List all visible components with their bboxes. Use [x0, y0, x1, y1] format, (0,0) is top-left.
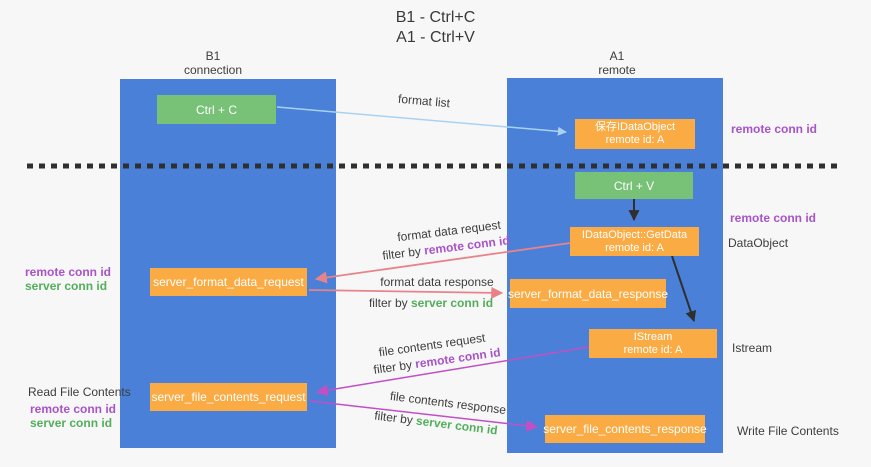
left-server-conn-id-bottom: server conn id	[30, 416, 113, 430]
node-ctrl-v: Ctrl + V	[575, 172, 693, 199]
getdata-line1: IDataObject::GetData	[581, 228, 688, 241]
dataobject-label: DataObject	[728, 236, 789, 250]
lane-b1-name: B1	[205, 49, 221, 63]
save-dataobject-line1: 保存IDataObject	[594, 121, 676, 133]
title-line-2: A1 - Ctrl+V	[396, 29, 475, 46]
read-file-contents-label: Read File Contents	[28, 385, 131, 399]
left-remote-conn-id-bottom: remote conn id	[30, 402, 117, 416]
format-list-arrow	[276, 106, 567, 136]
node-server-file-contents-response: server_file_contents_response	[543, 415, 707, 443]
format-data-request-arrow	[314, 242, 571, 284]
left-conn-ids-top: remote conn id server conn id	[25, 265, 112, 293]
istream-side-label: Istream	[732, 341, 773, 355]
istream-line1: IStream	[633, 330, 673, 343]
remote-conn-id-right-top: remote conn id	[731, 122, 818, 136]
node-server-format-data-request: server_format_data_request	[150, 268, 307, 296]
server-conn-id-text-1: server conn id	[411, 296, 494, 310]
title-line-1: B1 - Ctrl+C	[395, 9, 476, 26]
filter-by-text-2: filter by	[368, 296, 408, 310]
format-data-response-label: format data response	[380, 275, 494, 289]
file-contents-response-arrow	[309, 400, 539, 432]
write-file-contents-label: Write File Contents	[737, 424, 839, 438]
left-remote-conn-id-top: remote conn id	[25, 265, 112, 279]
getdata-line2: remote id: A	[605, 241, 664, 254]
file-contents-request-arrow	[315, 346, 590, 397]
istream-line2: remote id: A	[623, 343, 683, 356]
save-dataobject-line2: remote id: A	[605, 134, 665, 146]
diagram-title: B1 - Ctrl+C A1 - Ctrl+V	[0, 8, 871, 48]
format-data-response-arrow	[308, 286, 504, 299]
node-getdata: IDataObject::GetData remote id: A	[570, 227, 699, 256]
server-file-contents-request-label: server_file_contents_request	[151, 390, 306, 404]
lane-a1-role: remote	[598, 63, 636, 77]
server-file-contents-response-label: server_file_contents_response	[543, 422, 707, 436]
server-format-data-request-label: server_format_data_request	[153, 275, 304, 289]
remote-conn-id-right-mid: remote conn id	[730, 211, 817, 225]
lane-b1-role: connection	[183, 63, 243, 77]
node-server-format-data-response: server_format_data_response	[507, 279, 669, 308]
lane-header-b1: B1 connection	[184, 49, 242, 77]
getdata-to-istream-arrow	[671, 255, 697, 323]
ctrl-v-label: Ctrl + V	[613, 178, 655, 193]
server-format-data-response-label: server_format_data_response	[507, 286, 669, 301]
node-ctrl-c: Ctrl + C	[157, 95, 276, 124]
node-server-file-contents-request: server_file_contents_request	[150, 383, 307, 411]
ctrl-c-label: Ctrl + C	[195, 102, 237, 117]
node-istream: IStream remote id: A	[589, 329, 717, 358]
lane-a1-name: A1	[609, 49, 625, 63]
lane-header-a1: A1 remote	[598, 49, 635, 77]
node-save-dataobject: 保存IDataObject remote id: A	[575, 119, 695, 149]
format-data-response-filter-label: filter by server conn id	[369, 296, 493, 310]
left-server-conn-id-top: server conn id	[25, 279, 108, 293]
left-conn-ids-bottom: remote conn id server conn id	[30, 402, 117, 430]
